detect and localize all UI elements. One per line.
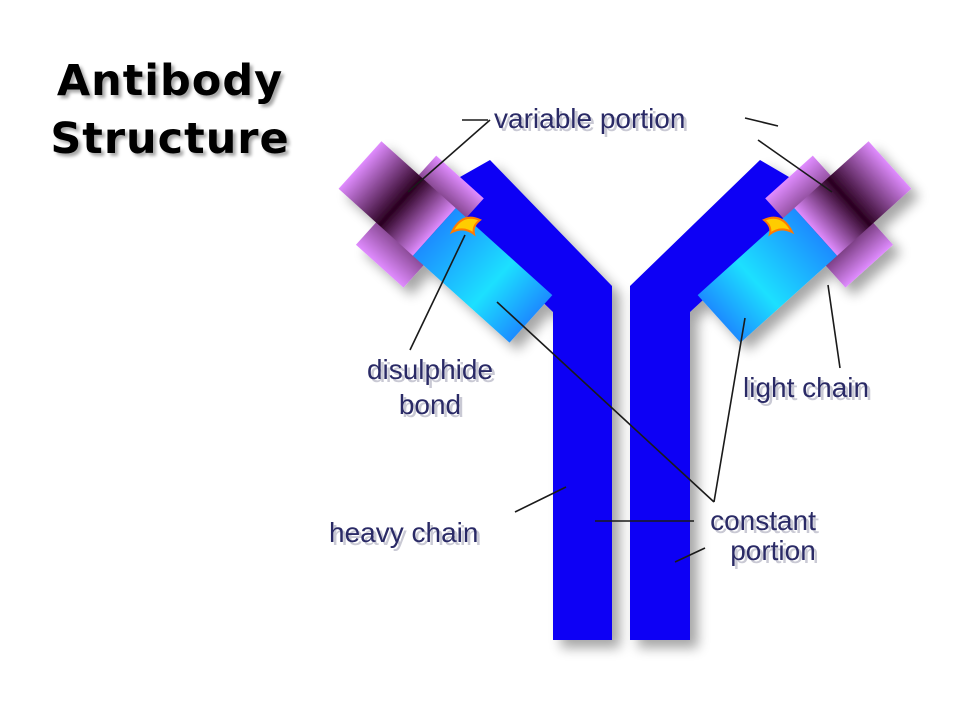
diagram-labels: variable portion variable portion disulp… [329, 103, 872, 569]
leader-variable-right-2 [757, 139, 833, 193]
leader-variable-right-1 [744, 117, 779, 127]
svg-text:heavy chain: heavy chain [332, 520, 481, 551]
leader-constant-right-light [713, 317, 746, 503]
label-heavy-chain: heavy chain [329, 517, 478, 548]
label-variable-portion: variable portion [494, 103, 685, 134]
label-constant-line-1: constant [710, 505, 816, 536]
label-disulphide-line-2: bond [399, 389, 461, 420]
leader-heavy-chain [514, 486, 567, 513]
svg-text:portion: portion [733, 538, 819, 569]
right-light-variable-region [794, 141, 912, 256]
right-heavy-chain [630, 160, 818, 640]
left-light-variable-region [338, 141, 456, 256]
svg-text:light chain: light chain [746, 375, 872, 406]
slide-title: Antibody Structure [30, 52, 310, 168]
label-disulphide-line-1: disulphide [367, 354, 493, 385]
label-light-chain: light chain [743, 372, 869, 403]
leader-light-chain [827, 284, 841, 369]
left-disulphide-bond-icon [449, 216, 482, 237]
label-constant-line-2: portion [730, 535, 816, 566]
antibody-molecule [338, 141, 912, 640]
right-disulphide-bond-icon [762, 216, 795, 237]
svg-text:constant: constant [713, 508, 819, 539]
svg-text:variable portion: variable portion [497, 106, 688, 137]
svg-text:bond: bond [402, 392, 464, 423]
right-light-constant-region [697, 208, 838, 343]
leader-disulphide [409, 234, 466, 351]
left-heavy-chain [430, 160, 612, 640]
title-line-2: Structure [50, 114, 290, 164]
svg-text:disulphide: disulphide [370, 357, 496, 388]
leader-lines [407, 117, 841, 563]
leader-variable-left [407, 119, 491, 193]
leader-constant-left-light [496, 301, 715, 503]
left-light-constant-region [412, 208, 553, 343]
title-line-1: Antibody [56, 56, 284, 106]
leader-constant-stem [674, 547, 706, 563]
